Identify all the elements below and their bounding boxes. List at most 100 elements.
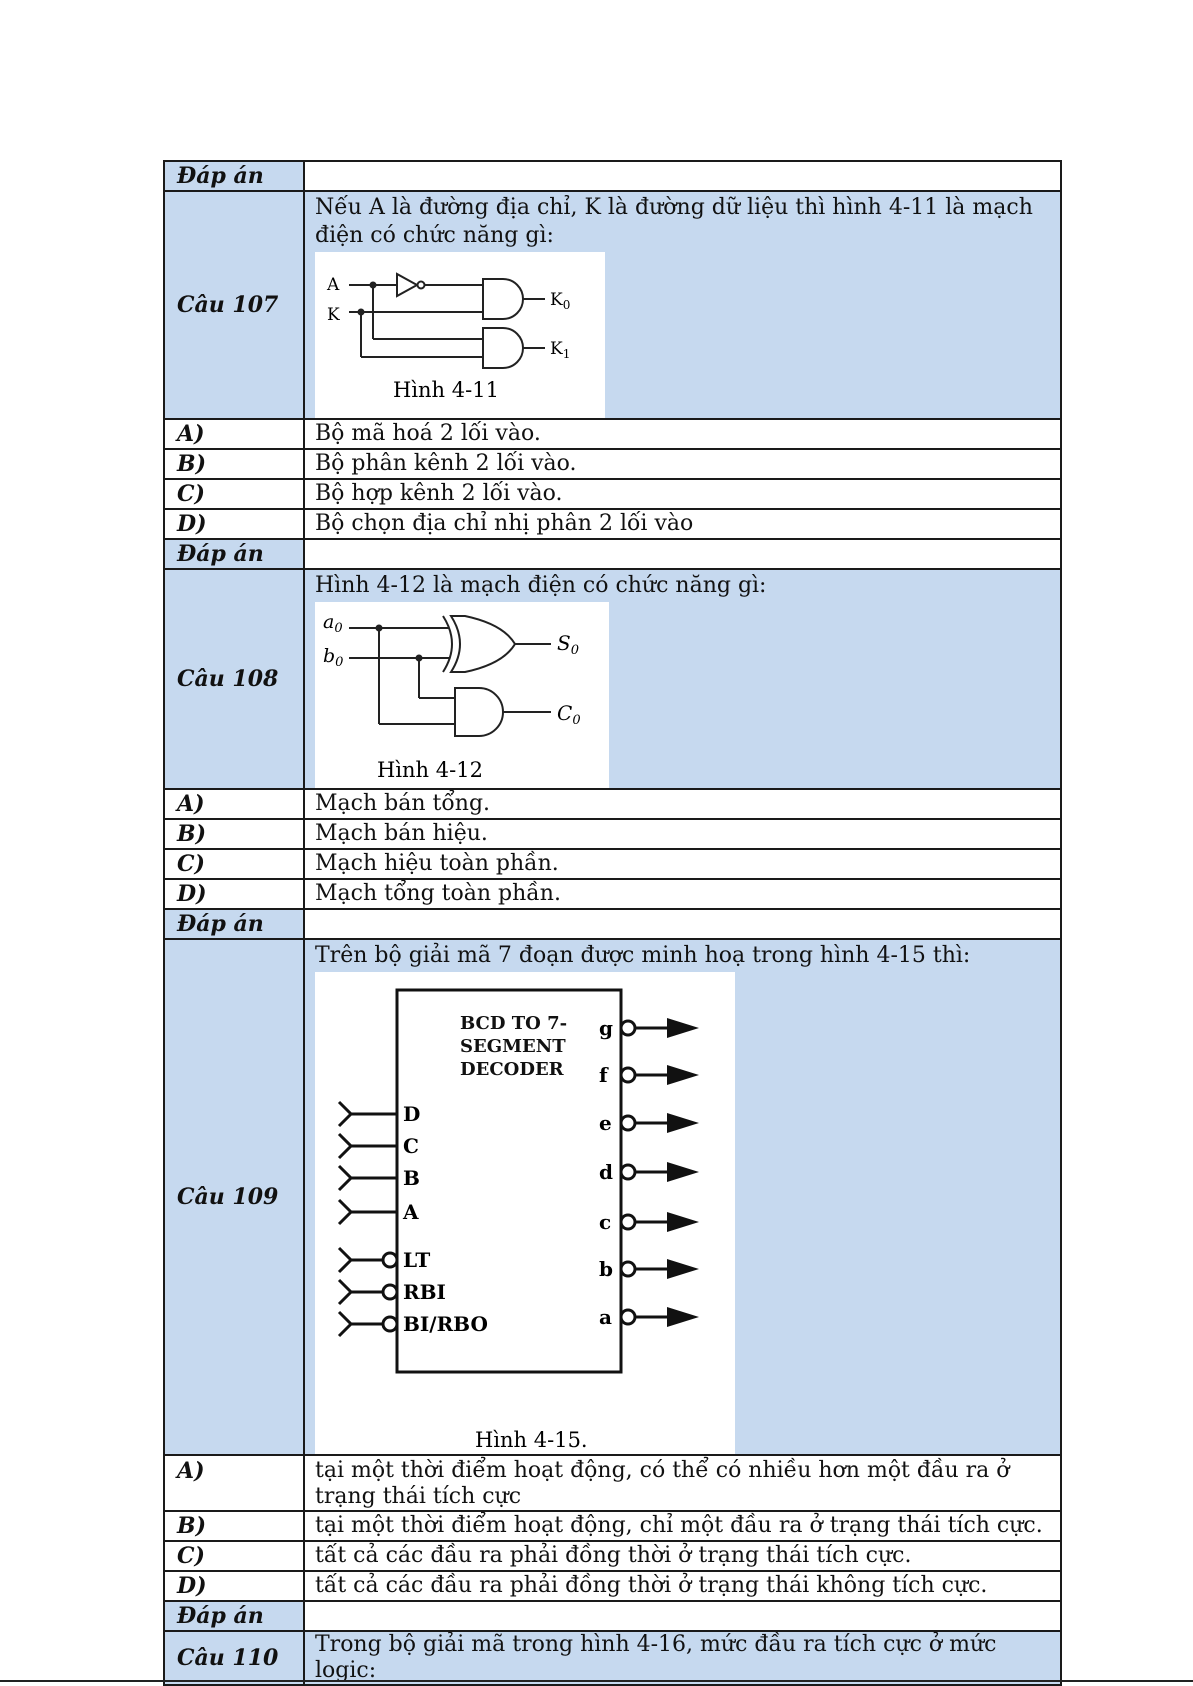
decoder-input-pin: A (337, 1198, 419, 1226)
decoder-output-label: a (599, 1305, 612, 1329)
answer-row: Đáp án (163, 538, 1062, 570)
question-body: Trên bộ giải mã 7 đoạn được minh hoạ tro… (303, 938, 1062, 1456)
option-row: A) tại một thời điểm hoạt động, có thể c… (163, 1454, 1062, 1512)
decoder-input-label: C (403, 1134, 419, 1158)
answer-cell (303, 538, 1062, 570)
figure-caption: Hình 4-12 (377, 758, 483, 782)
answer-row: Đáp án (163, 160, 1062, 192)
option-key: A) (163, 1454, 305, 1512)
answer-label: Đáp án (163, 538, 305, 570)
question-label: Câu 107 (163, 190, 305, 420)
decoder-input-label: RBI (403, 1280, 446, 1304)
decoder-output-label: e (599, 1111, 612, 1135)
decoder-outputs: gfe d cba (599, 1016, 699, 1329)
option-text: Mạch hiệu toàn phần. (303, 848, 1062, 880)
answer-label: Đáp án (163, 160, 305, 192)
option-row: A) Bộ mã hoá 2 lối vào. (163, 418, 1062, 450)
option-text: tất cả các đầu ra phải đồng thời ở trạng… (303, 1570, 1062, 1602)
decoder-title-line: BCD TO 7- (460, 1013, 567, 1034)
option-row: C) Mạch hiệu toàn phần. (163, 848, 1062, 880)
option-key: C) (163, 478, 305, 510)
decoder-input-label: LT (403, 1248, 430, 1272)
option-key: D) (163, 508, 305, 540)
option-row: C) Bộ hợp kênh 2 lối vào. (163, 478, 1062, 510)
option-key: C) (163, 848, 305, 880)
decoder-output-pin: b (599, 1257, 699, 1281)
option-key: A) (163, 788, 305, 820)
question-label: Câu 108 (163, 568, 305, 790)
decoder-output-pin: f (599, 1063, 699, 1087)
decoder-output-pin: e (599, 1111, 699, 1135)
decoder-output-pin: a (599, 1305, 699, 1329)
option-row: D) Bộ chọn địa chỉ nhị phân 2 lối vào (163, 508, 1062, 540)
question-label: Câu 109 (163, 938, 305, 1456)
and-gate-circuit-diagram: A K K0 K1 Hình 4-11 (326, 272, 570, 402)
decoder-input-pin: RBI (337, 1278, 446, 1306)
figure-4-12: a0 b0 S0 C0 Hình 4-12 (315, 602, 609, 787)
answer-row: Đáp án (163, 1600, 1062, 1632)
output-label-c0: C0 (557, 701, 581, 728)
decoder-output-label: c (599, 1210, 611, 1234)
question-label: Câu 110 (163, 1630, 305, 1686)
decoder-output-pin: d (599, 1160, 699, 1184)
decoder-input-label: A (402, 1200, 419, 1224)
question-text: Hình 4-12 là mạch điện có chức năng gì: (315, 573, 767, 598)
output-label-k1: K1 (550, 339, 570, 361)
question-row-109: Câu 109 Trên bộ giải mã 7 đoạn được minh… (163, 938, 1062, 1456)
answer-cell (303, 908, 1062, 940)
question-text: Nếu A là đường địa chỉ, K là đường dữ li… (315, 195, 1033, 248)
option-text: tại một thời điểm hoạt động, có thể có n… (303, 1454, 1062, 1512)
question-row-108: Câu 108 Hình 4-12 là mạch điện có chức n… (163, 568, 1062, 790)
decoder-input-label: B (403, 1166, 420, 1190)
option-text: Bộ hợp kênh 2 lối vào. (303, 478, 1062, 510)
input-label-k: K (327, 305, 340, 325)
option-row: B) Mạch bán hiệu. (163, 818, 1062, 850)
option-row: D) tất cả các đầu ra phải đồng thời ở tr… (163, 1570, 1062, 1602)
option-text: Bộ chọn địa chỉ nhị phân 2 lối vào (303, 508, 1062, 540)
question-body: Hình 4-12 là mạch điện có chức năng gì: (303, 568, 1062, 790)
option-row: B) tại một thời điểm hoạt động, chỉ một … (163, 1510, 1062, 1542)
figure-4-11: A K K0 K1 Hình 4-11 (315, 252, 605, 417)
decoder-output-label: f (599, 1063, 609, 1087)
decoder-output-label: b (599, 1257, 613, 1281)
question-body: Nếu A là đường địa chỉ, K là đường dữ li… (303, 190, 1062, 420)
decoder-output-label: g (599, 1016, 613, 1040)
question-text: Trên bộ giải mã 7 đoạn được minh hoạ tro… (315, 943, 971, 968)
answer-label: Đáp án (163, 1600, 305, 1632)
option-row: A) Mạch bán tổng. (163, 788, 1062, 820)
page-bottom-rule (0, 1680, 1193, 1682)
input-label-b0: b0 (323, 645, 343, 670)
option-text: tất cả các đầu ra phải đồng thời ở trạng… (303, 1540, 1062, 1572)
option-text: Bộ mã hoá 2 lối vào. (303, 418, 1062, 450)
answer-cell (303, 160, 1062, 192)
question-row-107: Câu 107 Nếu A là đường địa chỉ, K là đườ… (163, 190, 1062, 420)
question-row-110: Câu 110 Trong bộ giải mã trong hình 4-16… (163, 1630, 1062, 1686)
decoder-input-pin: B (337, 1164, 420, 1192)
output-label-s0: S0 (557, 631, 579, 658)
option-text: Mạch bán hiệu. (303, 818, 1062, 850)
figure-caption: Hình 4-15. (475, 1428, 588, 1452)
option-text: Mạch tổng toàn phần. (303, 878, 1062, 910)
option-row: D) Mạch tổng toàn phần. (163, 878, 1062, 910)
decoder-input-label: D (403, 1102, 420, 1126)
input-label-a0: a0 (323, 611, 343, 636)
question-table: Đáp án Câu 107 Nếu A là đường địa chỉ, K… (163, 160, 1062, 1686)
question-text: Trong bộ giải mã trong hình 4-16, mức đầ… (303, 1630, 1062, 1686)
half-adder-circuit-diagram: a0 b0 S0 C0 Hình 4-12 (323, 611, 581, 782)
decoder-input-pin: BI/RBO (337, 1310, 488, 1338)
decoder-output-pin: c (599, 1210, 699, 1234)
decoder-title-line: DECODER (460, 1059, 565, 1080)
output-label-k0: K0 (550, 290, 570, 312)
option-key: C) (163, 1540, 305, 1572)
option-row: B) Bộ phân kênh 2 lối vào. (163, 448, 1062, 480)
decoder-input-pin: C (337, 1132, 419, 1160)
decoder-output-pin: g (599, 1016, 699, 1040)
input-label-a: A (326, 275, 340, 295)
decoder-title-line: SEGMENT (460, 1036, 566, 1057)
option-key: D) (163, 878, 305, 910)
option-key: A) (163, 418, 305, 450)
answer-row: Đáp án (163, 908, 1062, 940)
decoder-input-pin: D (337, 1100, 420, 1128)
